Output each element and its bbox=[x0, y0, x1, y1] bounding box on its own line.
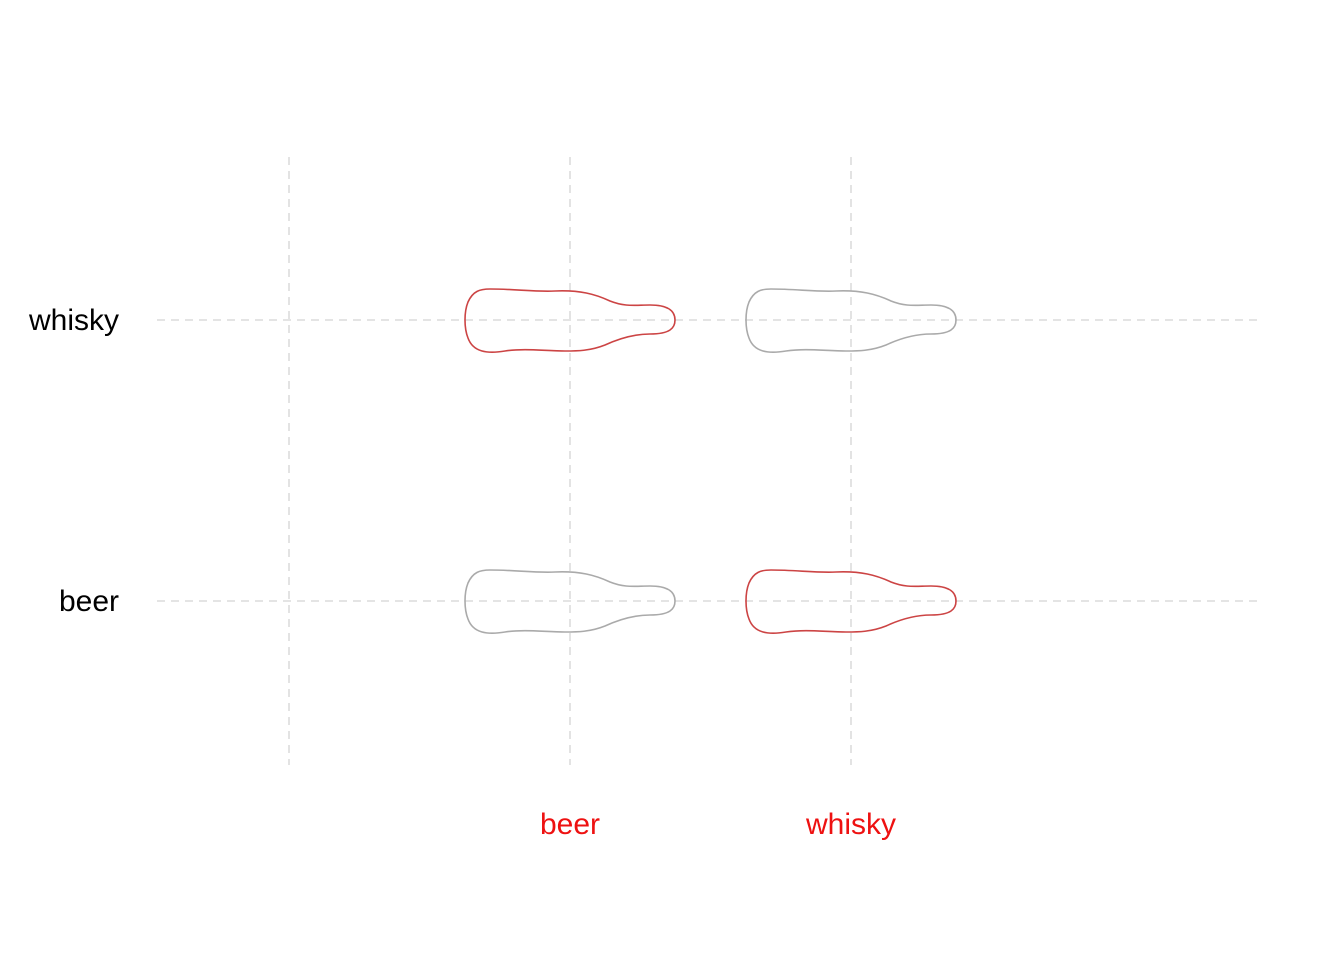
bottle-point-beer-beer bbox=[464, 569, 676, 635]
x-tick-label-whisky: whisky bbox=[805, 808, 896, 841]
grid bbox=[157, 157, 1258, 765]
x-tick-label-beer: beer bbox=[540, 808, 600, 841]
bottle-point-whisky-beer bbox=[745, 569, 957, 635]
x-axis-ticks: beer whisky bbox=[540, 808, 896, 841]
bottle-point-whisky-whisky bbox=[745, 288, 957, 354]
y-tick-label-whisky: whisky bbox=[28, 304, 119, 337]
chart-marks bbox=[464, 288, 957, 635]
y-tick-label-beer: beer bbox=[59, 585, 119, 618]
y-axis-ticks: beer whisky bbox=[28, 304, 119, 618]
bottle-point-beer-whisky bbox=[464, 288, 676, 354]
